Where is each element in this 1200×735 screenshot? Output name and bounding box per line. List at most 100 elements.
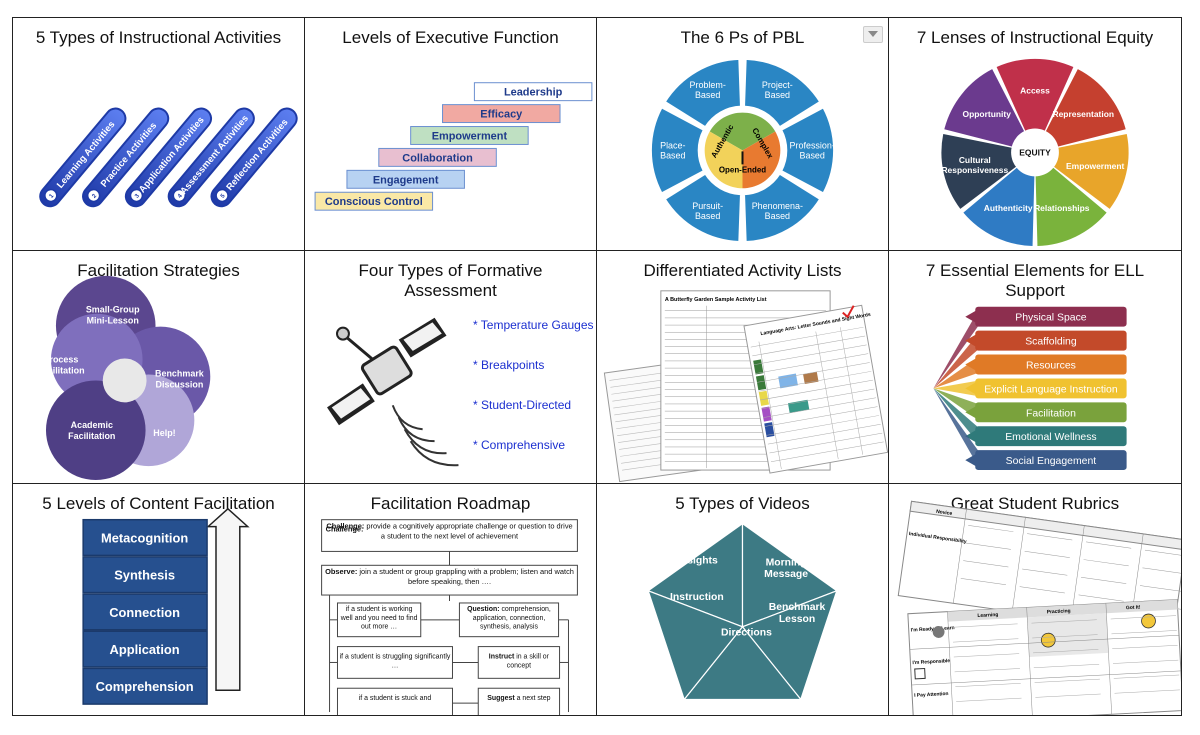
activity-list-documents: A Butterfly Garden Sample Activity List …: [603, 290, 888, 483]
tile-title: Facilitation Strategies: [77, 261, 240, 280]
tile-student-rubrics: Great Student Rubrics Novice Individual …: [889, 484, 1181, 715]
pbl-wheel: Problem-Based Project-BasedProfession-Bas…: [649, 57, 836, 244]
tile-ell-support: 7 Essential Elements for ELL Support Phy…: [889, 251, 1181, 484]
tile-title: Four Types of Formative Assessment: [358, 261, 543, 300]
rubric-label: I'm Ready to Learn: [911, 625, 955, 633]
function-step-label: Empowerment: [432, 130, 508, 142]
challenge-label: Challenge:: [326, 525, 364, 534]
circle-academic: [45, 380, 146, 481]
ell-bar: [975, 354, 1127, 375]
tile-differentiated-lists: Differentiated Activity Lists A Butterfl…: [597, 251, 889, 484]
tile-title: Levels of Executive Function: [342, 28, 559, 47]
equity-lens-label: Access: [1020, 86, 1050, 96]
equity-lens: [941, 133, 1018, 209]
video-segment: [647, 589, 744, 701]
if-struggling-text: if a student is struggling significantly…: [339, 653, 451, 670]
equity-lens: [1045, 69, 1126, 147]
function-step: [378, 147, 497, 167]
tile-formative-assessment: Four Types of Formative Assessment * Tem…: [305, 251, 597, 484]
svg-text:1: 1: [49, 193, 56, 200]
pbl-inner-label: Open-Ended: [719, 165, 766, 174]
satellite-icon: [327, 317, 459, 467]
content-levels-stack: MetacognitionSynthesisConnectionApplicat…: [82, 507, 250, 705]
svg-text:5: 5: [220, 193, 227, 200]
observe-label: Observe:: [325, 567, 358, 577]
dropdown-icon[interactable]: [863, 26, 883, 43]
svg-text:4: 4: [177, 193, 184, 200]
function-step-label: Engagement: [373, 174, 439, 186]
doc-heading: A Butterfly Garden Sample Activity List: [665, 297, 767, 303]
ell-rainbow-bars: Physical SpaceScaffoldingResourcesExplic…: [933, 306, 1127, 471]
equity-center: EQUITY: [1019, 147, 1051, 157]
ell-bar: [975, 402, 1127, 423]
pbl-segment-label: Problem-Based: [689, 80, 725, 100]
function-step: [442, 104, 561, 124]
equity-lens: [1052, 133, 1129, 209]
svg-text:Challenge:: Challenge:: [326, 525, 364, 534]
pbl-segment: [649, 106, 706, 195]
pbl-inner-segment: [704, 131, 743, 189]
rubric-documents: Novice Individual Responsibility Learnin…: [897, 500, 1181, 715]
content-level: [82, 593, 208, 631]
roadmap-flowchart: Challenge: Challenge: provide a cognitiv…: [321, 519, 578, 715]
ell-bar: [975, 306, 1127, 327]
equity-lens: [1035, 166, 1107, 246]
function-step: [346, 169, 465, 189]
tile-title: 7 Lenses of Instructional Equity: [916, 28, 1154, 47]
tile-title: The 6 Ps of PBL: [680, 28, 805, 47]
content-level-label: Comprehension: [96, 679, 194, 694]
assessment-item: * Comprehensive: [473, 438, 566, 452]
challenge-text: provide a cognitively appropriate challe…: [366, 521, 573, 541]
ell-bar-label: Scaffolding: [1025, 337, 1077, 348]
content-level-label: Metacognition: [101, 530, 188, 545]
executive-function-stairs: LeadershipEfficacyEmpowermentCollaborati…: [314, 82, 593, 211]
pbl-segment-label: Pursuit-Based: [692, 201, 723, 221]
ell-bar: [975, 378, 1127, 399]
function-step: [473, 82, 593, 102]
equity-lens-label: Relationships: [1034, 203, 1090, 213]
tile-6ps-pbl: The 6 Ps of PBL Problem-Based Project-Bas…: [597, 18, 889, 251]
question-text: comprehension, application, connection, …: [472, 605, 551, 631]
pbl-segment-label: Project-Based: [762, 80, 793, 100]
tile-title: 5 Types of Instructional Activities: [35, 28, 282, 47]
rubric-label: Novice: [936, 509, 953, 517]
pbl-segment-label: Profession-Based: [790, 140, 835, 160]
suggest-label: Suggest: [487, 695, 515, 703]
equity-lens: [963, 166, 1035, 246]
content-level: [82, 518, 208, 557]
video-segment-label: Directions: [721, 628, 772, 639]
pbl-segment: [663, 57, 743, 129]
assessment-item: * Breakpoints: [473, 358, 545, 372]
ell-bar: [975, 426, 1127, 447]
instruct-text: in a skill or concept: [506, 653, 549, 670]
rubric-label: I'm Responsible: [912, 658, 950, 666]
function-step-label: Conscious Control: [325, 196, 423, 208]
facilitation-label: Help!: [153, 428, 175, 438]
challenge-label: Challenge:: [326, 521, 365, 531]
content-level: [82, 667, 208, 705]
ell-bar-label: Resources: [1026, 360, 1076, 371]
rubric-label: I Pay Attention: [914, 691, 949, 699]
rubric-label: Learning: [977, 612, 998, 619]
tile-facilitation-roadmap: Facilitation Roadmap: [305, 484, 597, 715]
equity-lens-label: Authenticity: [984, 203, 1033, 213]
svg-text:3: 3: [134, 193, 141, 200]
video-segment-label: Instruction: [670, 592, 724, 603]
pbl-segment: [742, 57, 822, 129]
ell-bar-label: Social Engagement: [1006, 456, 1097, 467]
function-step-label: Leadership: [504, 87, 563, 99]
content-level: [82, 630, 208, 668]
tile-title: Differentiated Activity Lists: [643, 261, 842, 280]
content-level-label: Synthesis: [114, 568, 175, 583]
pbl-segment-label: Place-Based: [660, 140, 685, 160]
